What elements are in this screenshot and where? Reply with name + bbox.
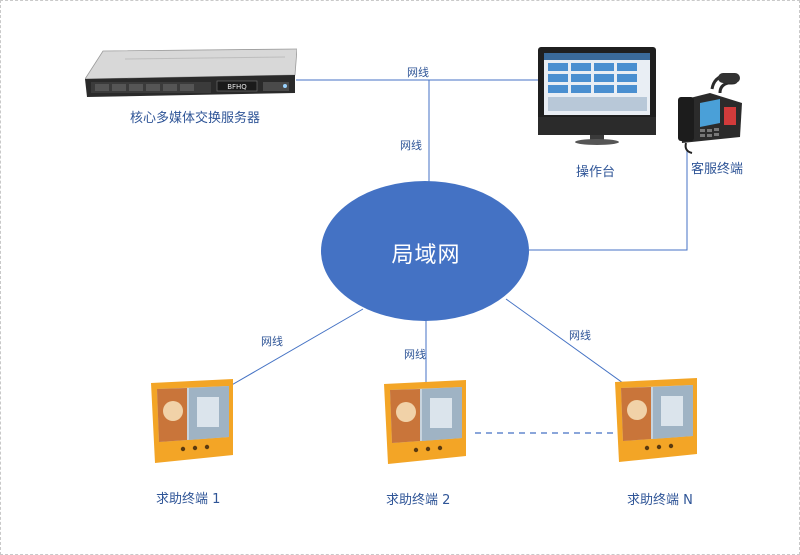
help-terminal-icon bbox=[384, 380, 466, 464]
server-device: BFHQ bbox=[84, 45, 298, 107]
wire-label-backbone: 网线 bbox=[400, 139, 422, 152]
rack-server-icon: BFHQ bbox=[84, 48, 298, 97]
lan-label: 局域网 bbox=[391, 243, 461, 268]
link-lan-helpN bbox=[505, 298, 624, 384]
help1-label: 求助终端 1 bbox=[156, 492, 221, 507]
link-lan-help1 bbox=[222, 308, 364, 391]
wire-label-help1: 网线 bbox=[261, 335, 283, 348]
monitor-icon bbox=[538, 47, 656, 145]
server-brand: BFHQ bbox=[227, 83, 247, 91]
service-label: 客服终端 bbox=[691, 162, 744, 177]
lan-ellipse bbox=[321, 181, 529, 321]
help2-device bbox=[382, 380, 468, 468]
helpN-device bbox=[613, 378, 699, 466]
help-terminal-icon bbox=[151, 379, 233, 463]
console-label: 操作台 bbox=[576, 165, 616, 180]
console-device bbox=[538, 47, 656, 149]
help-terminal-icon bbox=[615, 378, 697, 462]
server-label: 核心多媒体交换服务器 bbox=[130, 111, 261, 126]
wire-label-helpN: 网线 bbox=[569, 329, 591, 342]
wire-label-top: 网线 bbox=[407, 66, 429, 79]
helpN-label: 求助终端 N bbox=[627, 493, 693, 508]
link-lan-service bbox=[529, 151, 688, 251]
service-device bbox=[674, 71, 744, 159]
desk-phone-icon bbox=[678, 73, 742, 154]
wire-label-help2: 网线 bbox=[404, 348, 426, 361]
help2-label: 求助终端 2 bbox=[386, 493, 451, 508]
help1-device bbox=[149, 379, 235, 467]
